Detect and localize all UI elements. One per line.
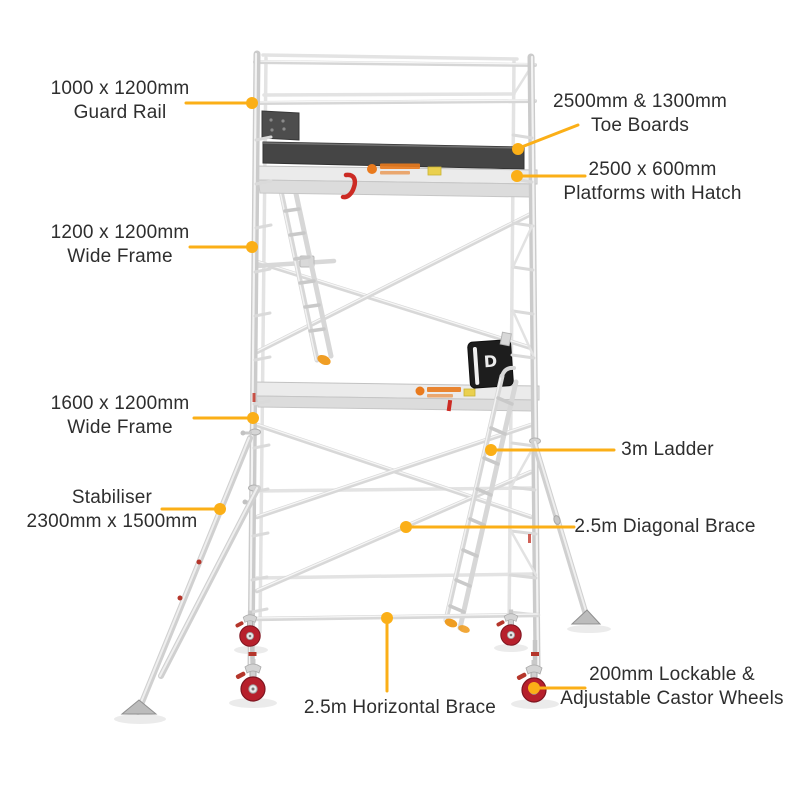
label-text: 3m Ladder	[621, 439, 714, 460]
long-toe-board	[262, 141, 525, 170]
label-horizontal-brace: 2.5m Horizontal Brace	[295, 696, 505, 720]
castor-wheel	[235, 610, 261, 647]
label-text: 2300mm x 1500mm	[26, 511, 198, 532]
label-text: Platforms with Hatch	[563, 183, 742, 204]
label-text: 2500 x 600mm	[588, 159, 717, 180]
guard-rails	[253, 60, 537, 105]
adjustable-legs	[248, 639, 539, 677]
red-hook	[340, 172, 358, 200]
label-toe-boards: 2500mm & 1300mm Toe Boards	[535, 90, 745, 138]
brand-sticker	[415, 386, 425, 396]
ladder-foot-cap	[317, 354, 331, 366]
frame-posts	[240, 50, 541, 670]
label-text: Toe Boards	[590, 115, 690, 136]
leader-lines	[160, 97, 616, 694]
label-wide-frame-upper: 1200 x 1200mm Wide Frame	[18, 221, 222, 269]
label-text: Wide Frame	[67, 246, 173, 267]
label-text: Adjustable Castor Wheels	[560, 688, 784, 709]
label-ladder: 3m Ladder	[610, 438, 725, 462]
callout-dot-ladder	[485, 444, 497, 456]
callout-dot-diagonal-brace	[400, 521, 412, 533]
label-text: 200mm Lockable &	[589, 664, 755, 685]
stabiliser-foot	[120, 699, 158, 715]
label-text: 2.5m Diagonal Brace	[574, 516, 756, 537]
label-text: 1600 x 1200mm	[50, 393, 190, 414]
callout-dot-guard-rail	[246, 97, 258, 109]
horizontal-brace-member	[249, 612, 541, 622]
label-wide-frame-lower: 1600 x 1200mm Wide Frame	[18, 392, 222, 440]
end-toe-board	[261, 110, 300, 141]
label-text: Wide Frame	[67, 417, 173, 438]
callout-dot-toe-boards	[512, 143, 524, 155]
label-text: Guard Rail	[73, 102, 167, 123]
level-mark	[528, 534, 531, 543]
label-diagonal-brace: 2.5m Diagonal Brace	[570, 515, 760, 539]
callout-dot-wide-frame-lower	[247, 412, 259, 424]
brand-sticker	[367, 164, 377, 174]
label-text: Stabiliser	[71, 487, 153, 508]
leader-toe-boards	[517, 123, 580, 150]
red-tag	[446, 399, 453, 412]
tool-bag: D	[467, 331, 514, 389]
ground-shadows	[114, 625, 611, 724]
warning-sticker	[427, 166, 442, 176]
castor-wheels	[235, 609, 547, 703]
ladder-3m	[443, 365, 519, 633]
label-text: 2.5m Horizontal Brace	[303, 697, 497, 718]
label-castor-wheels: 200mm Lockable & Adjustable Castor Wheel…	[558, 663, 786, 711]
castor-wheel	[235, 659, 266, 702]
callout-dot-stabiliser	[214, 503, 226, 515]
ladder-foot-cap	[444, 618, 458, 628]
callout-dot-wide-frame-upper	[246, 241, 258, 253]
label-stabiliser: Stabiliser 2300mm x 1500mm	[8, 486, 216, 534]
inner-ladder	[278, 186, 334, 366]
label-text: 1200 x 1200mm	[50, 222, 190, 243]
label-guard-rail: 1000 x 1200mm Guard Rail	[18, 77, 222, 125]
callout-dot-castor-wheels	[528, 682, 540, 694]
callout-dot-platforms	[511, 170, 523, 182]
label-text: 2500mm & 1300mm	[552, 91, 728, 112]
toe-boards	[261, 110, 525, 170]
top-platform	[253, 163, 538, 200]
castor-wheel	[496, 609, 522, 646]
level-mark	[252, 393, 256, 402]
label-platforms: 2500 x 600mm Platforms with Hatch	[540, 158, 765, 206]
svg-text:D: D	[483, 352, 498, 372]
stabilisers	[120, 435, 602, 715]
castor-wheel	[516, 660, 547, 703]
label-text: 1000 x 1200mm	[50, 78, 190, 99]
stabiliser-foot	[570, 609, 602, 625]
callout-dot-horizontal-brace	[381, 612, 393, 624]
